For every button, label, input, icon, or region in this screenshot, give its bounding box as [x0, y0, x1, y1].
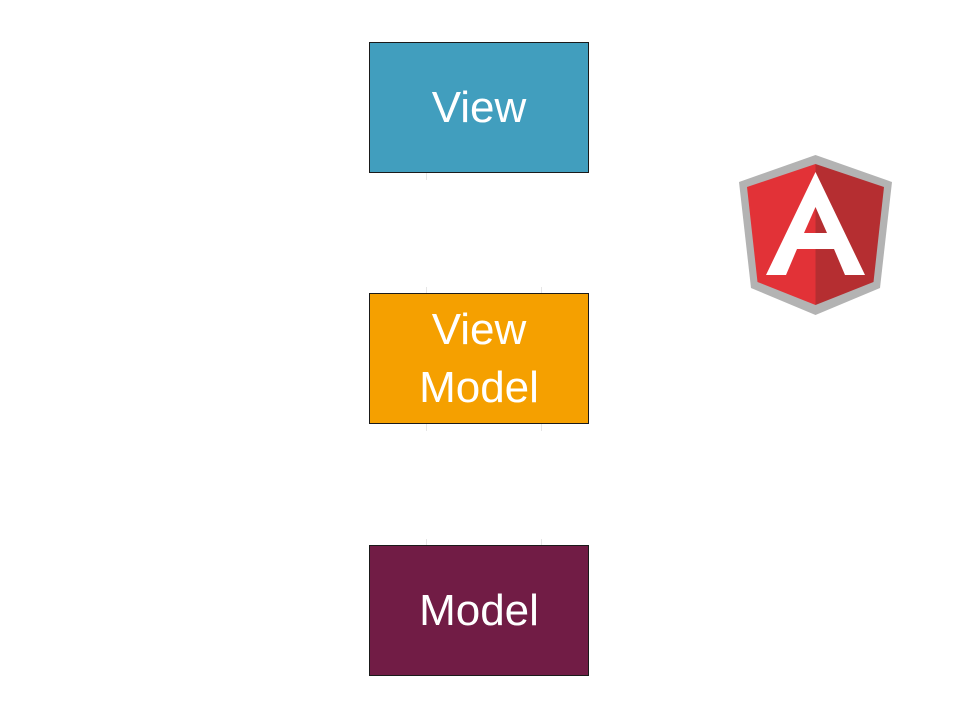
connector-mark: [426, 287, 427, 294]
connector-mark: [426, 173, 427, 180]
viewmodel-layer-box: View Model: [369, 293, 589, 424]
viewmodel-layer-label-line-2: Model: [419, 362, 539, 412]
shield-right: [815, 164, 884, 305]
connector-mark: [541, 424, 542, 431]
connector-mark: [541, 539, 542, 546]
angular-letter: [766, 172, 865, 275]
angular-shield-icon: [739, 155, 892, 315]
model-layer-label: Model: [419, 585, 539, 635]
model-layer-box: Model: [369, 545, 589, 676]
view-layer-label: View: [431, 82, 527, 132]
view-layer-box: View: [369, 42, 589, 173]
connector-mark: [426, 424, 427, 431]
viewmodel-layer-label-line-1: View: [431, 304, 527, 354]
connector-mark: [541, 287, 542, 294]
shield-left: [747, 164, 816, 305]
connector-mark: [426, 539, 427, 546]
